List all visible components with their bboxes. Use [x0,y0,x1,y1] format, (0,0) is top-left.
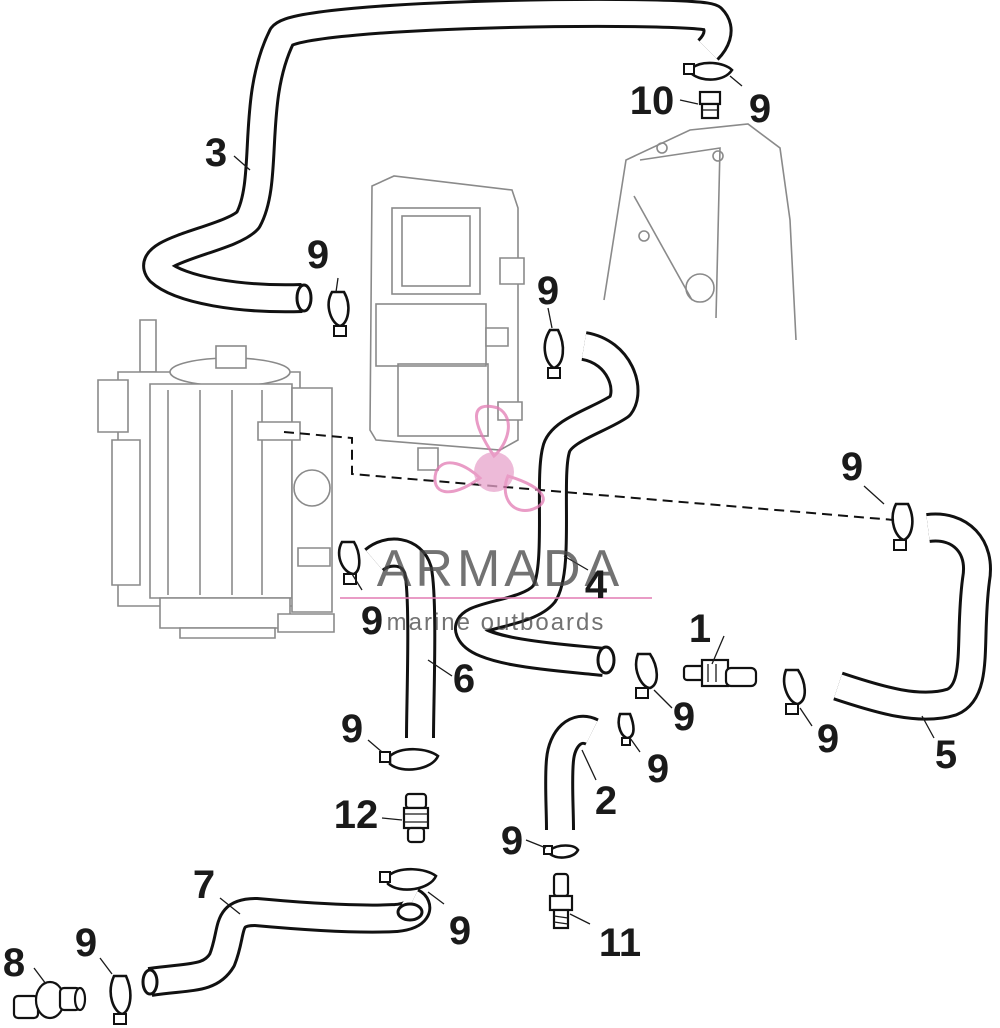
callout-9: 9 [817,717,839,761]
callout-3: 3 [205,131,227,175]
leader-lines [33,75,935,985]
callout-9: 9 [449,909,471,953]
callout-9: 9 [673,695,695,739]
fitting-8 [12,980,87,1020]
connector-1 [682,658,758,688]
callout-9: 9 [647,747,669,791]
hose-clamp [379,867,438,891]
callout-8: 8 [3,941,25,985]
callout-9: 9 [341,707,363,751]
hose-6 [364,537,437,739]
dashed-line [283,431,895,521]
hose-clamp [617,712,635,746]
hose-2 [544,714,599,831]
control-module [369,175,525,471]
callout-9: 9 [361,599,383,643]
callout-12: 12 [334,793,379,837]
callout-9: 9 [841,445,863,489]
callout-6: 6 [453,657,475,701]
callout-10: 10 [630,79,675,123]
propeller-icon [433,404,545,512]
callout-1: 1 [689,607,711,651]
callout-11: 11 [599,921,641,965]
callout-9: 9 [75,921,97,965]
watermark-brand: ARMADA [377,540,623,598]
watermark-logo: ARMADA marine outboards [340,404,652,636]
callout-9: 9 [501,819,523,863]
hose-clamp [379,747,440,771]
fitting-10 [698,90,722,120]
callout-7: 7 [193,863,215,907]
hose-5 [833,512,992,721]
callout-labels: 1 2 3 4 5 6 7 8 9 9 9 9 9 9 9 9 9 9 9 9 … [3,79,957,985]
hose-7 [141,888,432,997]
hose-clamp [337,540,361,585]
hose-clamp [109,974,132,1025]
callout-9: 9 [537,269,559,313]
hose-clamp [634,652,659,699]
hose-clamp [543,328,565,379]
fitting-11 [548,872,574,930]
watermark-tagline: marine outboards [387,609,606,636]
hose-4 [454,331,640,677]
fitting-12 [402,792,430,844]
callout-9: 9 [749,87,771,131]
callout-2: 2 [595,779,617,823]
engine-block-outline [603,123,797,341]
fuel-filter-housing [97,319,335,639]
hose-3 [142,0,733,314]
hose-clamp [891,502,914,551]
hose-clamp [782,668,807,715]
hose-clamp [327,290,350,337]
callout-5: 5 [935,733,957,777]
hose-clamp [683,61,734,81]
callout-9: 9 [307,233,329,277]
hose-clamp [543,844,580,859]
callout-4: 4 [585,563,608,607]
